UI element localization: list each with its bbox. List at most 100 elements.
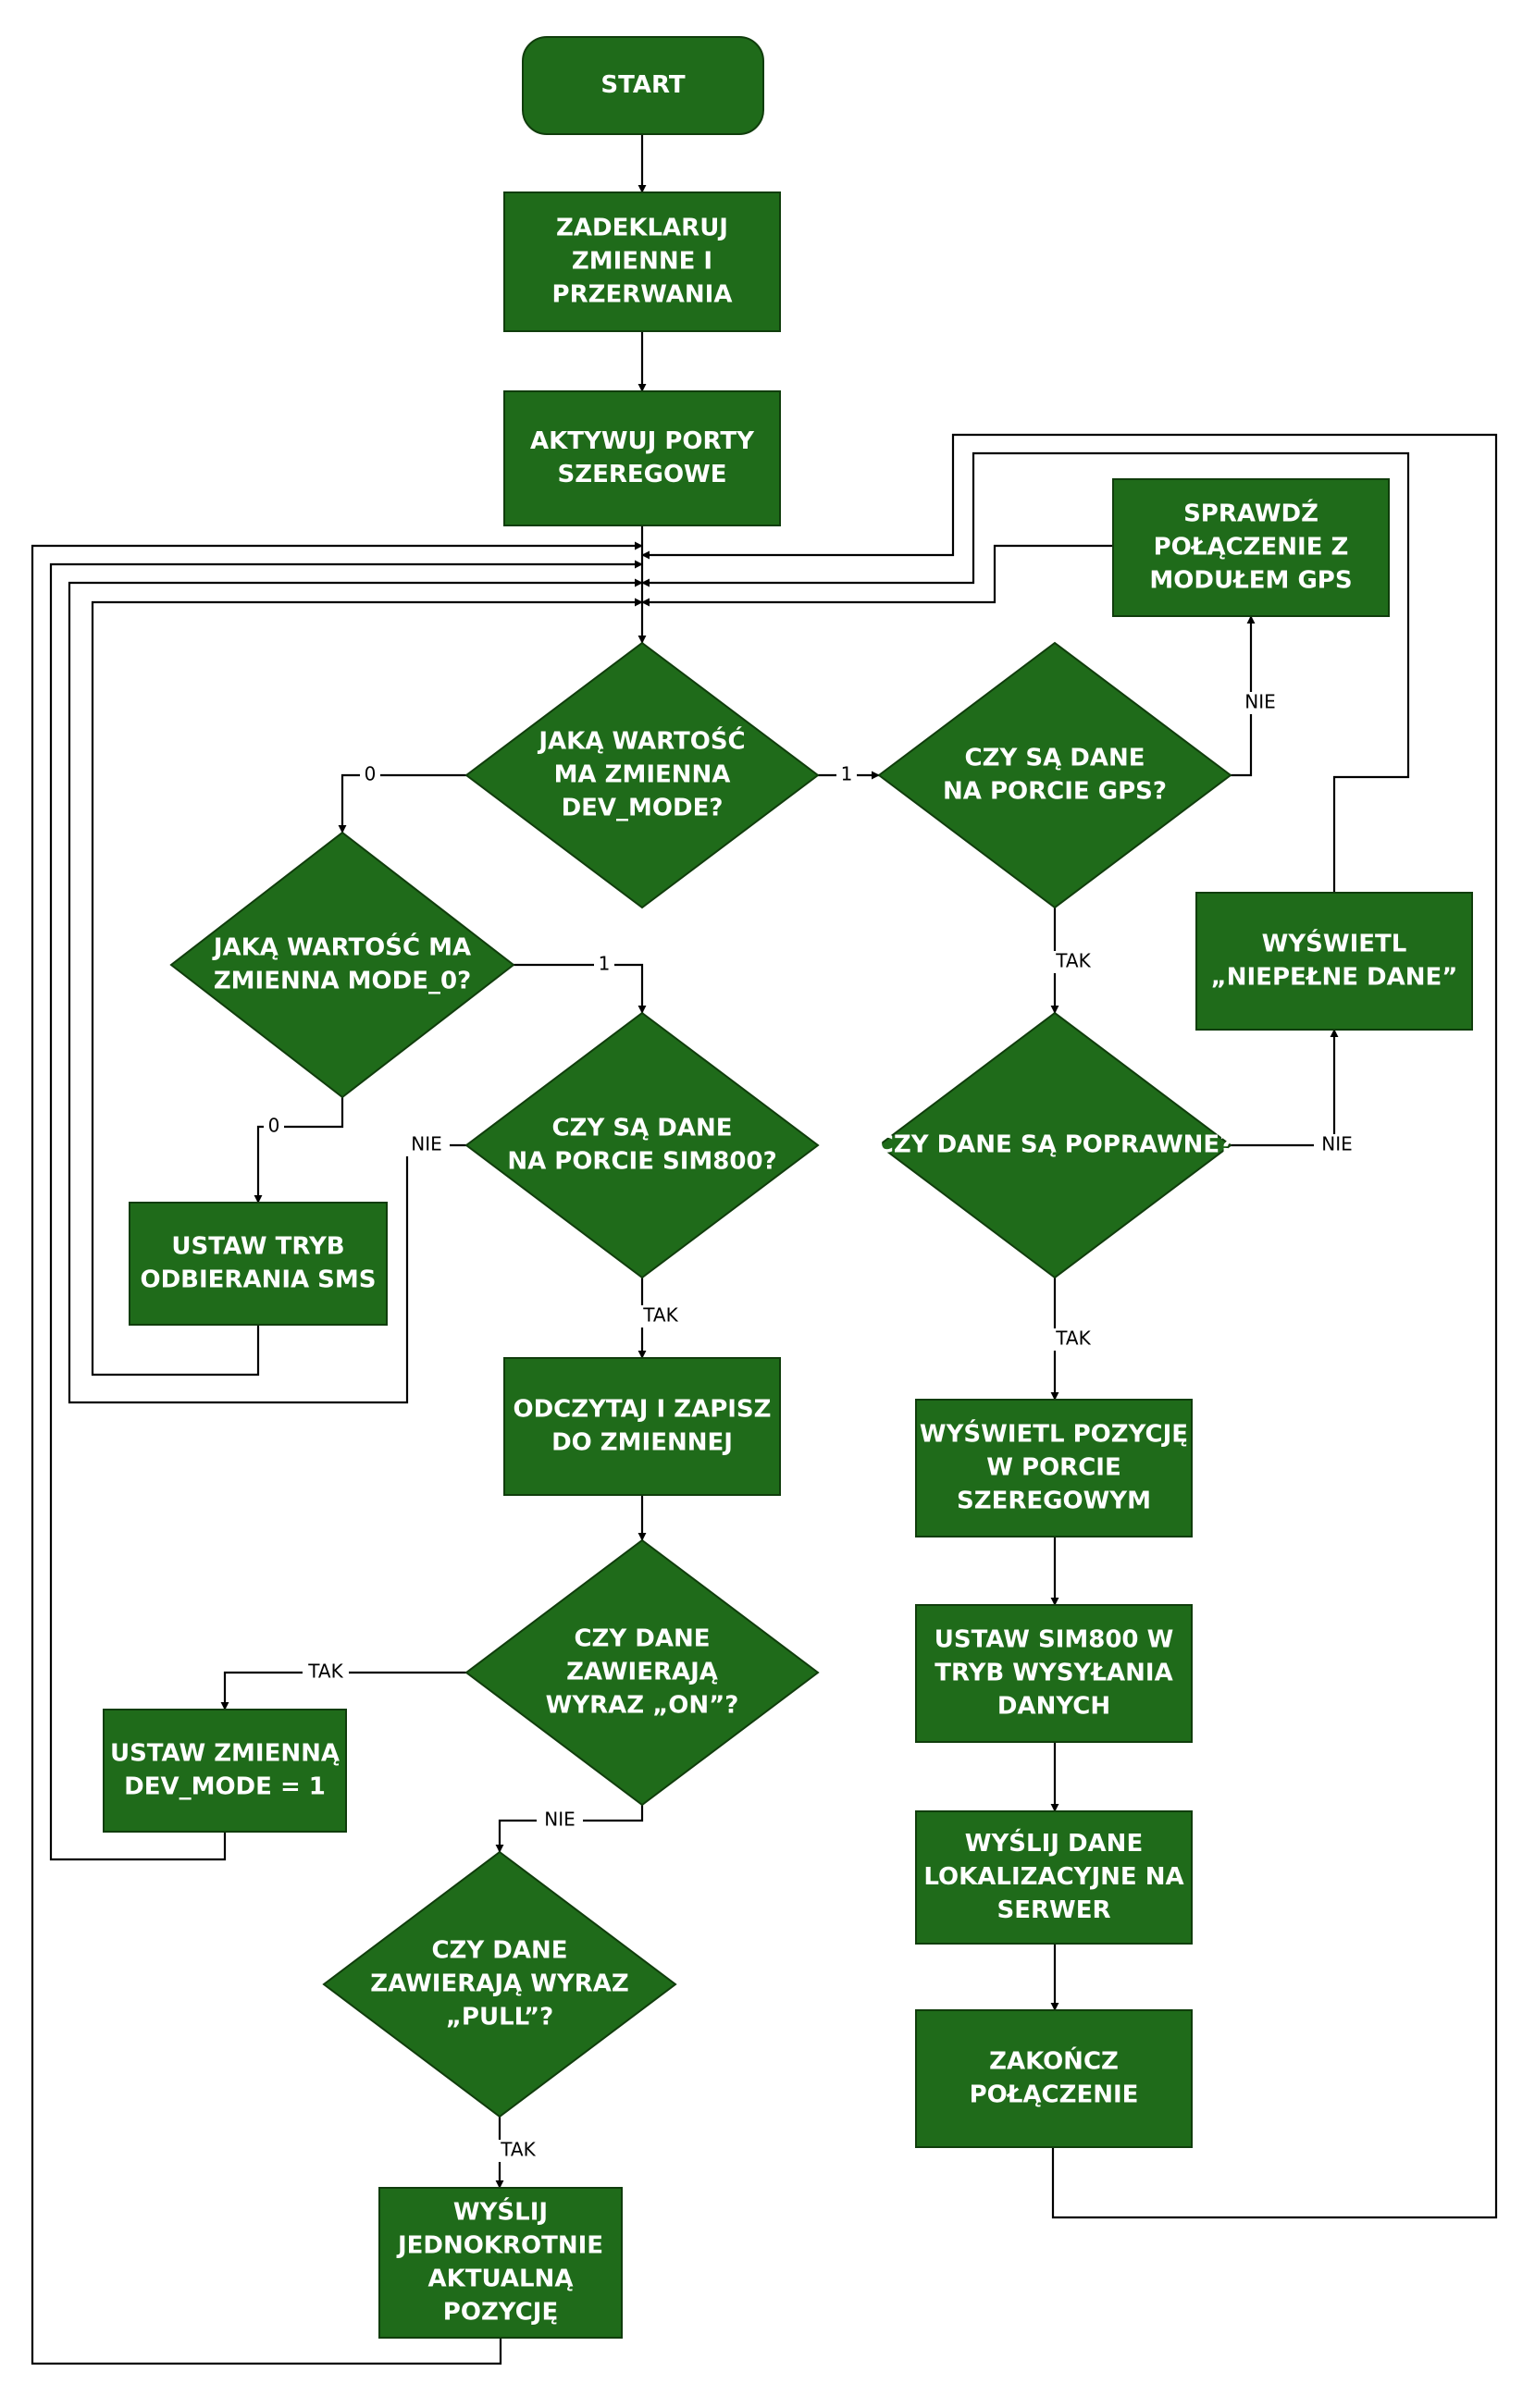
edge-label-text: 0 xyxy=(268,1115,280,1137)
edge-label-text: TAK xyxy=(1055,950,1091,972)
edge-label-on-yes: TAK xyxy=(303,1661,349,1684)
incomplete-return xyxy=(641,451,1410,893)
edge-label-text: NIE xyxy=(1244,691,1276,713)
node-label: POZYCJĘ xyxy=(443,2299,558,2327)
edge-label-text: TAK xyxy=(1055,1327,1091,1350)
process-shape xyxy=(503,390,781,526)
node-label: WYŚWIETL POZYCJĘ xyxy=(920,1419,1188,1449)
decision-shape xyxy=(877,1011,1232,1279)
gpscheck-return xyxy=(641,544,1113,607)
node-label: „PULL”? xyxy=(446,2004,553,2031)
node-label: DEV_MODE? xyxy=(562,795,724,822)
process-shape xyxy=(378,2187,623,2339)
node-label: SZEREGOWYM xyxy=(957,1488,1151,1515)
edge-label-on-no: NIE xyxy=(537,1809,583,1832)
edge-label-background xyxy=(638,1305,684,1327)
edge-label-text: NIE xyxy=(544,1809,576,1831)
edge-label-text: NIE xyxy=(1321,1133,1353,1155)
process-shape xyxy=(503,191,781,332)
valid-no-edge xyxy=(1231,1029,1339,1147)
endconn-return xyxy=(641,433,1498,2219)
edge-label-background xyxy=(495,2140,541,2162)
node-label: ZAKOŃCZ xyxy=(989,2046,1119,2076)
node-label: JEDNOKROTNIE xyxy=(396,2232,603,2260)
edge-label-text: TAK xyxy=(500,2139,536,2161)
node-label: PRZERWANIA xyxy=(552,281,733,309)
setdev-return xyxy=(49,560,643,1861)
node-label: MA ZMIENNA xyxy=(554,761,731,789)
edge-label-sim800-yes: TAK xyxy=(638,1304,684,1327)
node-label: SPRAWDŹ xyxy=(1183,499,1318,528)
process-shape xyxy=(1112,478,1390,617)
decision-shape xyxy=(169,831,515,1099)
node-label: JAKĄ WARTOŚĆ xyxy=(537,726,745,756)
edge-label-text: TAK xyxy=(307,1661,343,1683)
node-label: ZADEKLARUJ xyxy=(556,215,728,242)
node-label: POŁĄCZENIE Z xyxy=(1154,534,1349,562)
node-label: JAKĄ WARTOŚĆ MA xyxy=(212,932,471,962)
node-start: START xyxy=(522,36,764,135)
edge-label-text: TAK xyxy=(642,1304,678,1327)
node-label: WYŚWIETL xyxy=(1262,929,1407,958)
edge-label-background xyxy=(836,764,857,786)
node-label: WYŚLIJ DANE xyxy=(965,1828,1143,1858)
node-label: CZY DANE xyxy=(574,1625,710,1653)
decision-shape xyxy=(464,1538,820,1807)
node-label: CZY SĄ DANE xyxy=(965,745,1145,772)
edge-label-devmode-1: 1 xyxy=(836,763,857,786)
process-shape xyxy=(915,1810,1193,1945)
terminal-shape xyxy=(522,36,764,135)
node-incomplete: WYŚWIETL„NIEPEŁNE DANE” xyxy=(1195,892,1473,1031)
node-label: NA PORCIE GPS? xyxy=(943,778,1167,806)
edge-label-text: 1 xyxy=(599,953,611,975)
node-label: ZAWIERAJĄ xyxy=(566,1659,718,1686)
decision-shape xyxy=(464,641,820,909)
node-label: ODCZYTAJ I ZAPISZ xyxy=(513,1396,771,1424)
on-yes-edge xyxy=(220,1671,466,1710)
node-setdev: USTAW ZMIENNĄ DEV_MODE = 1 xyxy=(103,1709,347,1833)
node-label: TRYB WYSYŁANIA xyxy=(935,1660,1172,1687)
node-label: DO ZMIENNEJ xyxy=(551,1429,733,1457)
process-shape xyxy=(1195,892,1473,1031)
node-label: LOKALIZACYJNE NA xyxy=(923,1863,1183,1891)
edge-label-background xyxy=(1050,951,1096,973)
edge-label-background xyxy=(303,1661,349,1684)
sms-return xyxy=(91,598,643,1377)
decision-shape xyxy=(322,1850,677,2118)
edge-label-gps-yes: TAK xyxy=(1050,950,1096,973)
decision-shape xyxy=(877,641,1232,909)
node-label: AKTYWUJ PORTY xyxy=(530,427,755,455)
edge-label-background xyxy=(1050,1328,1096,1351)
node-label: START xyxy=(600,71,685,99)
node-label: ZMIENNA MODE_0? xyxy=(214,968,471,995)
gps-no-edge xyxy=(1231,615,1256,777)
edge-label-mode0-0: 0 xyxy=(264,1115,284,1138)
node-label: WYŚLIJ xyxy=(453,2197,548,2227)
edge-label-text: 0 xyxy=(365,763,377,785)
node-label: USTAW SIM800 W xyxy=(935,1626,1174,1654)
node-label: DEV_MODE = 1 xyxy=(124,1773,326,1801)
node-label: W PORCIE xyxy=(986,1454,1120,1482)
node-label: USTAW TRYB xyxy=(171,1233,344,1261)
node-label: CZY DANE SĄ POPRAWNE? xyxy=(876,1131,1233,1159)
decision-shape xyxy=(464,1011,820,1279)
node-label: CZY DANE xyxy=(431,1937,567,1965)
node-valid: CZY DANE SĄ POPRAWNE? xyxy=(876,1011,1233,1279)
edge-label-background xyxy=(403,1134,450,1156)
edge-label-background xyxy=(360,764,380,786)
node-label: ZAWIERAJĄ WYRAZ xyxy=(370,1970,628,1998)
node-showpos: WYŚWIETL POZYCJĘ W PORCIE SZEREGOWYM xyxy=(915,1399,1193,1537)
node-mode0: JAKĄ WARTOŚĆ MA ZMIENNA MODE_0? xyxy=(169,831,515,1099)
node-label: USTAW ZMIENNĄ xyxy=(110,1740,340,1768)
process-shape xyxy=(129,1202,388,1326)
edge-label-pull-yes: TAK xyxy=(495,2139,541,2162)
